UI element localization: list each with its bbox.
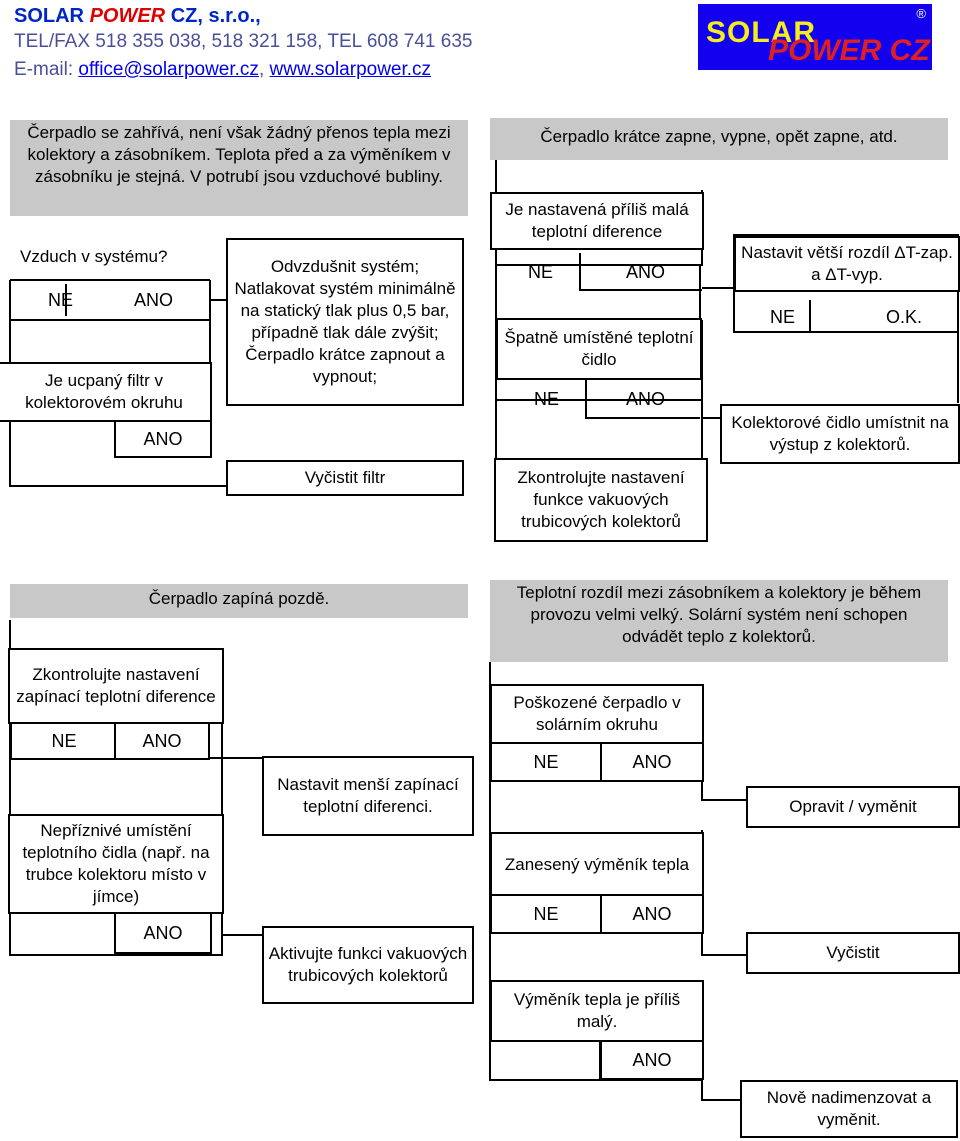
connector — [9, 279, 211, 321]
question-damaged-pump: Poškozené čerpadlo v solárním okruhu — [490, 684, 704, 744]
logo-solar: SOLAR — [706, 16, 816, 49]
brand-power: POWER — [89, 5, 166, 27]
connector — [733, 288, 958, 333]
connector — [585, 380, 700, 419]
question-filter-clogged: Je ucpaný filtr v kolektorovém okruhu — [0, 362, 212, 422]
action-repair-replace: Opravit / vyměnit — [746, 786, 960, 828]
brand-solar: SOLAR — [14, 5, 84, 27]
action-larger-difference: Nastavit větší rozdíl ΔT-zap. a ΔT-vyp. — [734, 236, 960, 292]
action-activate-vacuum-function: Aktivujte funkci vakuových trubicových k… — [262, 926, 474, 1004]
problem-air-bubbles: Čerpadlo se zahřívá, není však žádný pře… — [10, 120, 468, 216]
answer-yes-box: ANO — [600, 742, 704, 782]
company-contact: E-mail: office@solarpower.cz, www.solarp… — [14, 58, 431, 82]
answer-yes: ANO — [626, 389, 666, 409]
action-redimension-replace: Nově nadimenzovat a vyměnit. — [740, 1080, 958, 1138]
answer-no: NE — [48, 290, 74, 310]
answer-no-box: NE — [490, 894, 602, 934]
answer-yes-box: ANO — [114, 912, 212, 954]
action-smaller-start-difference: Nastavit menší zapínací teplotní diferen… — [262, 756, 474, 836]
connector — [9, 320, 211, 364]
website-link[interactable]: www.solarpower.cz — [269, 59, 432, 80]
answer-ok: O.K. — [886, 307, 923, 327]
answer-yes-box: ANO — [600, 894, 704, 934]
answer-yes: ANO — [626, 262, 666, 282]
answer-no: NE — [534, 389, 560, 409]
action-move-collector-sensor: Kolektorové čidlo umístnit na výstup z k… — [720, 404, 960, 464]
action-check-vacuum-function: Zkontrolujte nastavení funkce vakuových … — [494, 458, 708, 542]
connector — [495, 380, 703, 460]
answer-no: NE — [528, 262, 554, 282]
question-sensor-unfavorable: Nepříznivé umístění teplotního čidla (na… — [8, 814, 224, 914]
separator: , — [258, 59, 270, 80]
connector — [579, 253, 702, 291]
question-sensor-placement: Špatně umístěné teplotní čidlo — [496, 318, 702, 380]
question-fouled-exchanger: Zanesený výměník tepla — [490, 832, 704, 898]
logo-power: POWER CZ — [768, 34, 930, 67]
answer-yes-box: ANO — [114, 420, 212, 458]
connector — [701, 830, 746, 956]
problem-pump-starts-late: Čerpadlo zapíná pozdě. — [10, 584, 468, 618]
answer-yes: ANO — [134, 290, 174, 310]
answer-yes-box: ANO — [114, 722, 210, 760]
company-name: SOLAR POWER CZ, s.r.o., — [14, 4, 261, 28]
answer-no-box: NE — [490, 742, 602, 782]
connector — [701, 730, 746, 801]
company-phone: TEL/FAX 518 355 038, 518 321 158, TEL 60… — [14, 31, 473, 52]
action-clean-filter: Vyčistit filtr — [226, 460, 464, 496]
answer-no-box: NE — [10, 722, 118, 760]
connector — [809, 300, 866, 333]
connector — [701, 1080, 740, 1101]
question-exchanger-too-small: Výměník tepla je příliš malý. — [490, 980, 704, 1042]
question-small-difference: Je nastavená příliš malá teplotní difere… — [490, 192, 704, 250]
answer-yes-box: ANO — [600, 1040, 704, 1080]
problem-pump-cycling: Čerpadlo krátce zapne, vypne, opět zapne… — [490, 118, 948, 160]
email-link[interactable]: office@solarpower.cz — [78, 59, 259, 80]
brand-rest: CZ, s.r.o., — [170, 5, 261, 27]
email-label: E-mail: — [14, 59, 79, 80]
action-bleed-system: Odvzdušnit systém; Natlakovat systém min… — [226, 238, 464, 406]
question-check-start-difference: Zkontrolujte nastavení zapínací teplotní… — [8, 648, 224, 724]
problem-large-temperature-difference: Teplotní rozdíl mezi zásobníkem a kolekt… — [490, 580, 948, 662]
company-logo: SOLAR POWER CZ ® — [698, 4, 932, 70]
logo-registered: ® — [916, 6, 926, 21]
action-clean: Vyčistit — [746, 932, 960, 974]
answer-no: NE — [770, 307, 796, 327]
question-air: Vzduch v systému? — [20, 247, 168, 266]
